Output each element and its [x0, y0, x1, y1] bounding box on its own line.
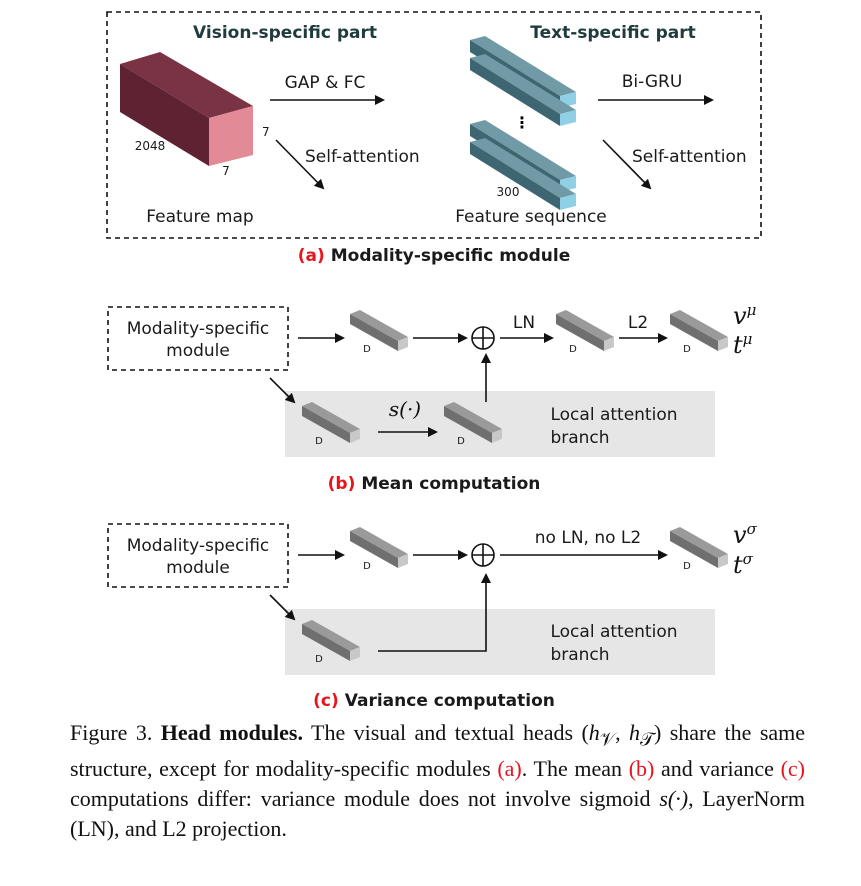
caption-ref-c[interactable]: (c) [780, 756, 806, 782]
panel-c-local-branch-bg [285, 609, 715, 675]
panel-b-d3-label: D [683, 344, 691, 355]
panel-c-d3-label: D [315, 654, 323, 665]
panel-c-d-block-3 [302, 620, 360, 661]
panel-b: Modality-specific module D D D D [107, 301, 756, 494]
caption-text-1: The visual and textual heads ( [311, 720, 589, 745]
panel-b-d4-label: D [315, 436, 323, 447]
panel-c-d1-label: D [363, 561, 371, 572]
caption-text-3: . The mean [521, 756, 629, 782]
caption-comma: , [615, 720, 629, 745]
panel-b-local-line2: branch [550, 428, 609, 448]
panel-b-d-block-4 [302, 402, 360, 443]
panel-b-d2-label: D [569, 344, 577, 355]
caption-title: Head modules. [160, 720, 303, 745]
caption-text-2: ) share the same structure, except for m… [70, 720, 806, 782]
panel-c: Modality-specific module D D D no LN, n [107, 520, 758, 711]
panel-c-local-line2: branch [550, 645, 609, 665]
caption-ref-b[interactable]: (b) [628, 756, 655, 782]
bi-gru-label: Bi-GRU [622, 72, 683, 92]
panel-c-d2-label: D [683, 561, 691, 572]
feature-map-label: Feature map [146, 207, 253, 227]
caption-text-5: computations differ: variance module doe… [70, 786, 660, 812]
panel-c-no-ln-l2-label: no LN, no L2 [535, 528, 641, 548]
vision-self-attention-arrow [275, 139, 325, 190]
text-part-title: Text-specific part [530, 23, 695, 43]
dim-300-label: 300 [497, 185, 520, 199]
panel-b-caption: (b)Mean computation [328, 474, 541, 494]
head-modules-figure: Vision-specific part Text-specific part … [106, 11, 762, 711]
panel-a-caption: (a) Modality-specific module [298, 246, 571, 266]
panel-c-d-block-2 [670, 527, 728, 568]
caption-ref-a[interactable]: (a) [497, 756, 522, 782]
caption-sigmoid: s(·) [659, 786, 689, 812]
feature-sequence-blocks [470, 36, 576, 210]
panel-b-d-block-2 [556, 310, 614, 351]
feature-map-block [120, 52, 253, 166]
caption-ht: h [628, 720, 640, 745]
panel-a-caption-text: Modality-specific module [331, 246, 571, 266]
panel-c-arrow-branch-to-sum [378, 573, 491, 652]
panel-b-d-block-3 [670, 310, 728, 351]
panel-c-module-box [107, 523, 289, 588]
dim-7b-label: 7 [222, 164, 230, 178]
feature-sequence-label: Feature sequence [455, 207, 607, 227]
panel-a-dashed-border [106, 11, 762, 239]
panel-b-sigmoid-label: s(·) [389, 397, 421, 421]
text-self-attention-label: Self-attention [632, 147, 747, 167]
panel-b-sum-icon [471, 326, 495, 350]
panel-b-d5-label: D [457, 436, 465, 447]
panel-c-sum-icon [471, 543, 495, 567]
panel-b-local-branch-bg [285, 391, 715, 457]
caption-text-6: , LayerNorm (LN), and L2 projection. [70, 786, 805, 842]
sequence-ellipsis: ⋮ [514, 113, 530, 132]
panel-c-output-v: vσ [733, 520, 758, 549]
panel-b-l2-label: L2 [628, 313, 648, 333]
caption-fig-label: Figure 3. [70, 720, 153, 745]
panel-b-local-line1: Local attention [550, 405, 677, 425]
caption-ht-sub: 𝒯 [639, 729, 655, 750]
vision-self-attention-label: Self-attention [305, 147, 420, 167]
panel-b-ln-label: LN [513, 313, 535, 333]
panel-c-output-t: tσ [733, 550, 754, 579]
dim-2048-label: 2048 [135, 139, 166, 153]
panel-c-module-line1: Modality-specific [127, 536, 270, 556]
panel-b-d-block-5 [444, 402, 502, 443]
dim-7a-label: 7 [262, 125, 270, 139]
panel-a-caption-letter: (a) [298, 246, 325, 266]
text-self-attention-arrow [602, 139, 652, 190]
gap-fc-label: GAP & FC [285, 73, 366, 93]
vision-part-title: Vision-specific part [193, 23, 377, 43]
panel-b-d1-label: D [363, 344, 371, 355]
panel-a: Vision-specific part Text-specific part … [106, 11, 762, 266]
panel-b-arrow-module-to-branch [269, 377, 296, 404]
caption-text-4: and variance [654, 756, 781, 782]
panel-b-output-t: tμ [733, 330, 752, 359]
panel-c-module-line2: module [166, 558, 230, 578]
panel-b-d-block-1 [350, 310, 408, 351]
panel-c-local-line1: Local attention [550, 622, 677, 642]
caption-hv-sub: 𝒱 [599, 729, 616, 750]
panel-b-module-box [107, 306, 289, 371]
panel-b-module-line2: module [166, 341, 230, 361]
panel-c-caption: (c)Variance computation [313, 691, 555, 711]
panel-b-module-line1: Modality-specific [127, 319, 270, 339]
figure-caption: Figure 3. Head modules. The visual and t… [70, 718, 805, 844]
panel-c-d-block-1 [350, 527, 408, 568]
panel-c-arrow-module-to-branch [269, 594, 296, 621]
caption-hv: h [588, 720, 600, 745]
panel-b-output-v: vμ [733, 301, 756, 330]
